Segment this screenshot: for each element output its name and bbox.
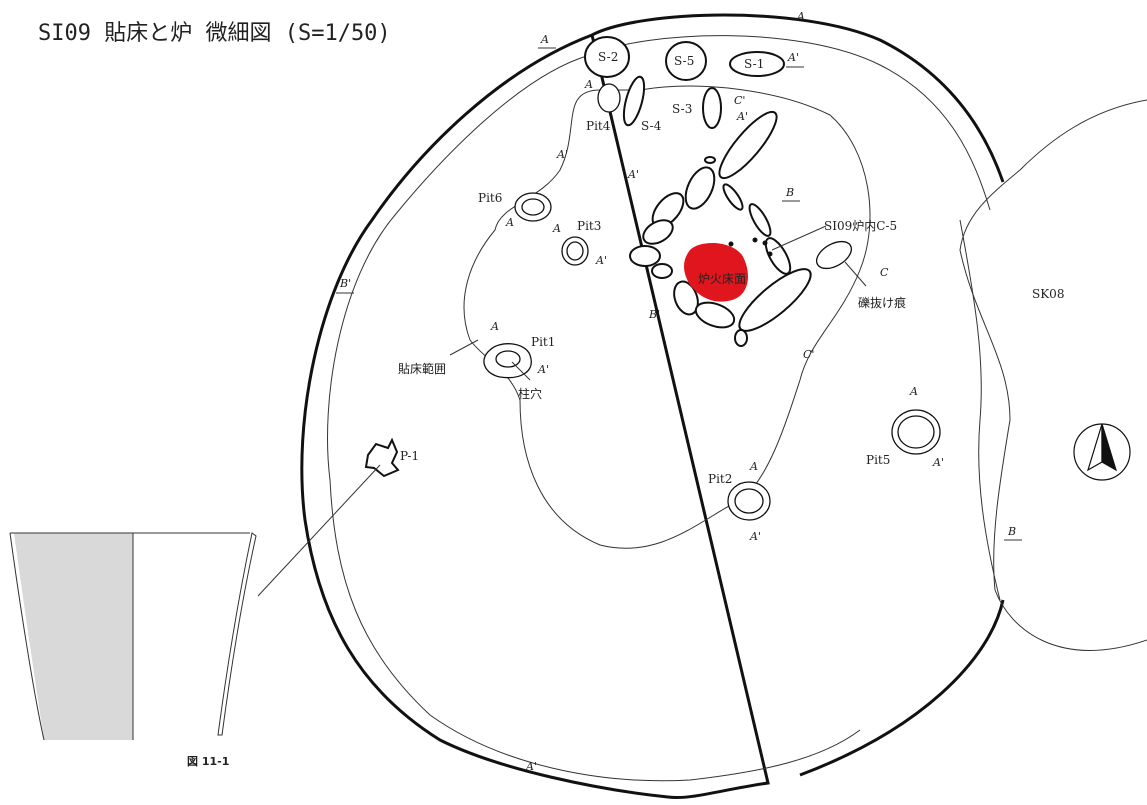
drawing-title: SI09 貼床と炉 微細図 (S=1/50) — [38, 21, 391, 46]
sk08-outline — [959, 99, 1147, 651]
stone-removal-label: 礫抜け痕 — [858, 295, 906, 310]
svg-text:B': B' — [339, 277, 351, 290]
label-pit2: Pit2 — [708, 472, 732, 486]
label-s3: S-3 — [672, 102, 692, 116]
svg-text:A': A' — [556, 148, 568, 161]
label-s5: S-5 — [674, 54, 694, 68]
floor-range-outline — [463, 85, 871, 549]
sk08-inner-line — [959, 219, 1001, 601]
label-s4: S-4 — [641, 119, 662, 133]
stone-s1 — [729, 51, 785, 77]
svg-text:C': C' — [803, 348, 814, 361]
floor-range-leader — [449, 339, 479, 356]
pottery-leader — [257, 464, 381, 597]
svg-text:A: A — [552, 222, 561, 235]
pit4 — [597, 83, 621, 113]
svg-text:B: B — [785, 186, 794, 199]
svg-text:A': A' — [932, 456, 944, 469]
pottery-wall-profile — [217, 532, 257, 736]
svg-text:A: A — [909, 385, 918, 398]
section-marks: A A' A A' C' A' A' B A A' A B' C B' A A'… — [336, 10, 1022, 773]
svg-text:B: B — [1007, 525, 1016, 538]
label-p1: P-1 — [400, 449, 419, 463]
label-pit1: Pit1 — [531, 335, 555, 349]
svg-text:A': A' — [787, 51, 799, 64]
svg-text:A': A' — [736, 110, 748, 123]
stone-group: S-2 S-5 S-1 S-3 S-4 — [584, 36, 785, 133]
svg-text:A': A' — [749, 530, 761, 543]
svg-text:C: C — [880, 266, 889, 279]
pits: Pit4 Pit6 Pit3 Pit1 Pit2 Pit5 P-1 — [364, 83, 941, 521]
stone-s5 — [665, 41, 707, 81]
svg-text:A: A — [505, 216, 514, 229]
svg-text:B': B' — [648, 308, 660, 321]
label-pit5: Pit5 — [866, 453, 890, 467]
stone-s4 — [622, 75, 646, 127]
svg-text:A: A — [584, 78, 593, 91]
pit-outline-outer — [300, 13, 1005, 800]
sample-leader — [771, 225, 827, 251]
hearth-stone-ring — [629, 110, 812, 347]
pottery-texture — [14, 533, 133, 740]
pit-outline-inner — [327, 35, 991, 782]
post-hole-leader — [511, 361, 531, 381]
sample-dots — [728, 237, 773, 257]
label-s2: S-2 — [598, 50, 618, 64]
svg-text:A: A — [749, 460, 758, 473]
stone-s2 — [584, 36, 630, 78]
sk08-label: SK08 — [1032, 287, 1064, 301]
stone-s3 — [702, 87, 722, 129]
post-hole-label: 柱穴 — [518, 386, 542, 401]
svg-text:A': A' — [595, 254, 607, 267]
stone-removal-scar — [816, 240, 852, 270]
svg-text:A': A' — [525, 760, 537, 773]
svg-text:A: A — [540, 33, 549, 46]
svg-text:A': A' — [537, 363, 549, 376]
hearth-fire-bed — [684, 243, 748, 302]
pottery-section-drawing: 図 11-1 — [9, 464, 381, 768]
floor-range-label: 貼床範囲 — [398, 361, 446, 376]
hearth-label: 炉火床面 — [698, 272, 746, 286]
stone-removal-leader — [844, 261, 867, 287]
p1-pottery-location — [364, 437, 400, 478]
sample-label: SI09炉内C-5 — [824, 219, 897, 233]
svg-text:C': C' — [734, 94, 745, 107]
svg-text:A: A — [490, 320, 499, 333]
north-arrow-icon — [1073, 423, 1131, 481]
label-pit4: Pit4 — [586, 119, 611, 133]
label-pit6: Pit6 — [478, 191, 502, 205]
pottery-caption: 図 11-1 — [187, 754, 229, 768]
svg-text:A': A' — [627, 168, 639, 181]
label-pit3: Pit3 — [577, 219, 601, 233]
svg-text:A: A — [796, 10, 805, 23]
label-s1: S-1 — [744, 57, 764, 71]
